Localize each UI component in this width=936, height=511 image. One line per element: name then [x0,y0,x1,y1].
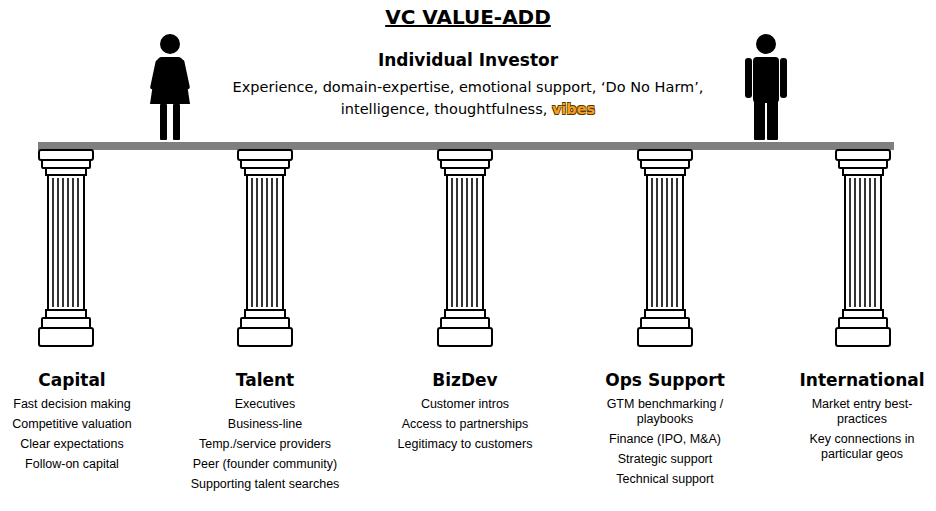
pillar-item: Follow-on capital [7,457,137,472]
pillar-item: Strategic support [590,452,740,467]
pillar-item: Peer (founder community) [178,457,353,472]
highlight-word: vibes [552,101,595,117]
panel-heading: Individual Investor [218,50,718,70]
pillar [39,150,93,346]
pillar [836,150,890,346]
pillar-column: TalentExecutivesBusiness-lineTemp./servi… [178,370,353,497]
pillar-heading: Talent [178,370,353,390]
pillar-item: Temp./service providers [178,437,353,452]
pillar-item: Business-line [178,417,353,432]
pillar-item: Executives [178,397,353,412]
pillar-column: CapitalFast decision makingCompetitive v… [7,370,137,477]
pillar-heading: BizDev [380,370,550,390]
pillar [638,150,692,346]
pillar-item: Access to partnerships [380,417,550,432]
pillar-item: GTM benchmarking / playbooks [590,397,740,427]
pillar-item: Fast decision making [7,397,137,412]
pillar-item: Competitive valuation [7,417,137,432]
pillar [238,150,292,346]
pillar-item: Legitimacy to customers [380,437,550,452]
pillar-item: Finance (IPO, M&A) [590,432,740,447]
man-figure [745,34,787,140]
pillar-heading: Capital [7,370,137,390]
panel-body: Experience, domain-expertise, emotional … [218,76,718,121]
pillar-heading: Ops Support [590,370,740,390]
pillar-item: Technical support [590,472,740,487]
pillar-item: Customer intros [380,397,550,412]
pillar-column: BizDevCustomer introsAccess to partnersh… [380,370,550,457]
pillar [438,150,492,346]
pillar-item: Clear expectations [7,437,137,452]
pillar-column: Ops SupportGTM benchmarking / playbooksF… [590,370,740,492]
beam [38,142,894,150]
woman-figure [150,34,190,140]
pillar-item: Key connections in particular geos [797,432,927,462]
qualities-text: Experience, domain-expertise, emotional … [233,79,704,117]
investor-panel: Individual InvestorExperience, domain-ex… [218,50,718,121]
pillar-heading: International [797,370,927,390]
pillar-item: Supporting talent searches [178,477,353,492]
diagram-title: VC VALUE-ADD [0,5,936,29]
pillar-item: Market entry best-practices [797,397,927,427]
pillar-column: InternationalMarket entry best-practices… [797,370,927,467]
